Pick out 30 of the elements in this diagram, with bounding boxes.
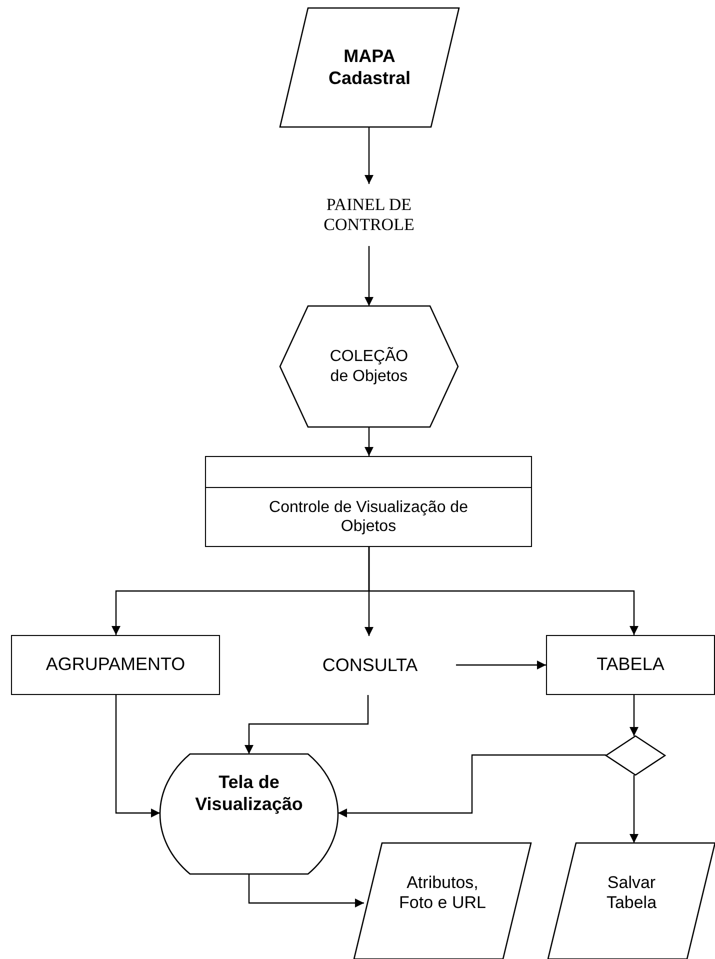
input-parallelogram bbox=[280, 8, 459, 127]
decision-diamond bbox=[606, 736, 665, 775]
node-label: MAPA Cadastral bbox=[327, 46, 412, 90]
output-parallelogram bbox=[354, 843, 531, 959]
process-box bbox=[11, 635, 220, 695]
display-shape bbox=[160, 754, 338, 874]
node-label: TABELA bbox=[596, 654, 666, 676]
node-label: Controle de Visualização de Objetos bbox=[268, 498, 469, 536]
node-label: Tela de Visualização bbox=[194, 772, 304, 816]
output-parallelogram bbox=[548, 843, 715, 959]
arrow bbox=[244, 695, 369, 754]
arrow bbox=[338, 754, 606, 818]
arrow bbox=[456, 660, 546, 670]
node-label: Atributos, Foto e URL bbox=[398, 873, 487, 914]
preparation-hexagon bbox=[280, 306, 458, 427]
arrow bbox=[248, 874, 364, 908]
node-label: AGRUPAMENTO bbox=[44, 654, 186, 676]
process-box bbox=[205, 456, 532, 547]
arrow bbox=[368, 547, 638, 635]
arrow bbox=[115, 695, 160, 818]
arrow bbox=[630, 775, 638, 843]
arrow bbox=[364, 127, 374, 184]
node-label: Salvar Tabela bbox=[605, 873, 658, 914]
arrow bbox=[630, 695, 638, 736]
process-box bbox=[546, 635, 715, 695]
node-label: PAINEL DE CONTROLE bbox=[322, 194, 416, 236]
arrow bbox=[364, 246, 374, 306]
node-label: COLEÇÃO de Objetos bbox=[328, 347, 410, 386]
node-label: CONSULTA bbox=[321, 654, 419, 676]
arrow bbox=[364, 427, 374, 456]
